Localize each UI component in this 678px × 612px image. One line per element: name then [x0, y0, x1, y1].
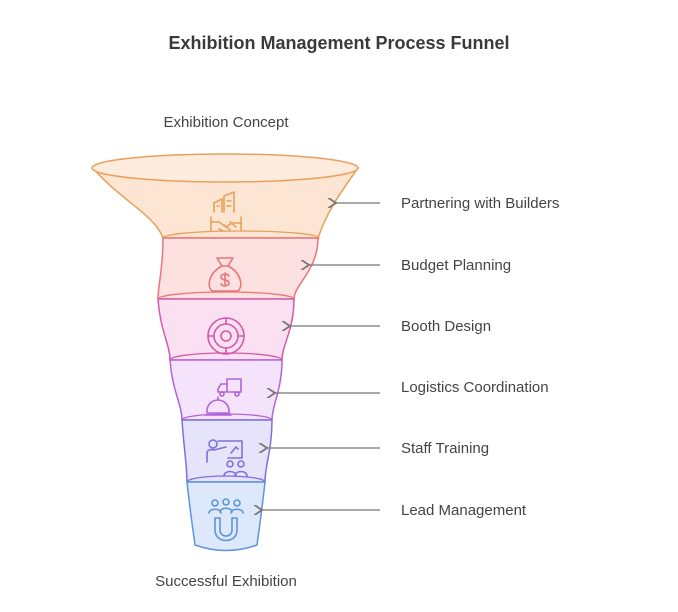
funnel-layer-4 [169, 359, 283, 427]
stage-label-logistics: Logistics Coordination [401, 379, 549, 396]
diagram-title: Exhibition Management Process Funnel [168, 33, 510, 53]
funnel-layer-5 [181, 419, 273, 489]
people-magnet-icon [208, 498, 244, 542]
connector-arrows [262, 203, 380, 510]
target-design-icon [207, 317, 245, 355]
stage-label-booth: Booth Design [401, 318, 492, 335]
funnel-layer-1 [91, 153, 360, 246]
funnel-rim [91, 153, 359, 183]
trainer-audience-icon [206, 439, 248, 477]
money-bag-icon [208, 257, 242, 292]
stage-label-partnering: Partnering with Builders [401, 195, 560, 212]
truck-bell-icon [204, 378, 242, 416]
stage-label-staff: Staff Training [401, 440, 490, 457]
funnel-top-label: Exhibition Concept [163, 114, 289, 131]
funnel-bottom-label: Successful Exhibition [155, 573, 297, 590]
funnel-segment-4 [169, 359, 283, 421]
handshake-building-icon [210, 191, 242, 232]
funnel-layer-2 [157, 237, 319, 307]
funnel-layer-3 [157, 298, 295, 368]
stage-label-lead: Lead Management [401, 502, 527, 519]
stage-label-budget: Budget Planning [401, 257, 512, 274]
